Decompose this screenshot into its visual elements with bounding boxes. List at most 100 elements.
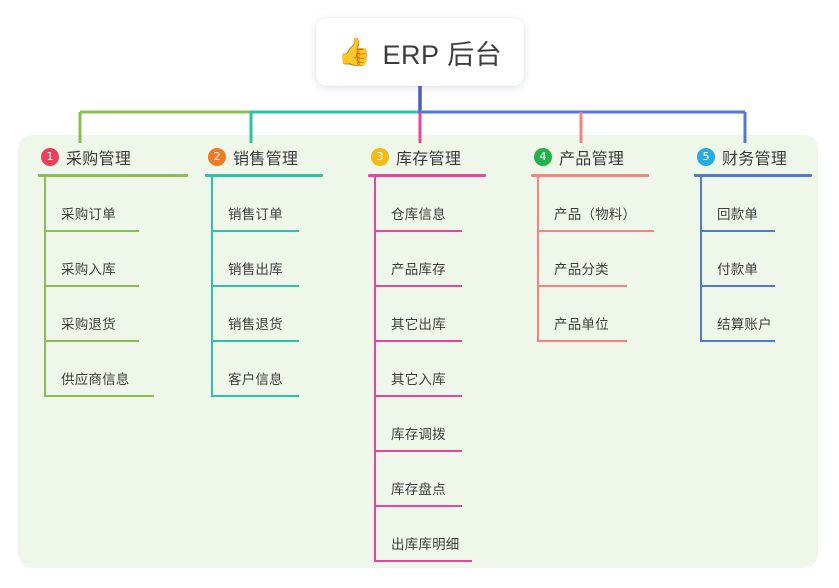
- column-header-3[interactable]: 3 库存管理: [368, 145, 486, 169]
- leaf-item[interactable]: 出库库明细: [368, 507, 486, 562]
- leaf-label: 产品单位: [554, 317, 609, 332]
- leaf-rule: [374, 450, 462, 452]
- leaf-item[interactable]: 其它入库: [368, 342, 486, 397]
- leaf-label: 销售退货: [228, 317, 283, 332]
- leaf-item[interactable]: 产品库存: [368, 232, 486, 287]
- column-badge-4: 4: [534, 148, 552, 166]
- leaf-rule: [374, 560, 472, 562]
- leaf-item[interactable]: 产品分类: [531, 232, 649, 287]
- root-node-inner: 👍 ERP 后台: [338, 33, 502, 72]
- leaf-label: 销售订单: [228, 207, 283, 222]
- leaf-label: 出库库明细: [391, 537, 460, 552]
- leaf-label: 供应商信息: [61, 372, 130, 387]
- leaf-rule: [700, 285, 775, 287]
- column-2: 2 销售管理销售订单销售出库销售退货客户信息: [205, 145, 323, 397]
- leaf-label: 销售出库: [228, 262, 283, 277]
- leaf-rule: [537, 230, 654, 232]
- leaf-item[interactable]: 库存盘点: [368, 452, 486, 507]
- leaf-rule: [700, 230, 775, 232]
- column-title-5: 财务管理: [722, 151, 788, 168]
- leaf-label: 仓库信息: [391, 207, 446, 222]
- column-header-5[interactable]: 5 财务管理: [694, 145, 812, 169]
- leaf-list-1: 采购订单采购入库采购退货供应商信息: [38, 177, 188, 397]
- column-underline-3: [368, 174, 486, 177]
- leaf-spine-5: [700, 177, 702, 342]
- root-node[interactable]: 👍 ERP 后台: [316, 18, 524, 86]
- leaf-rule: [211, 340, 299, 342]
- leaf-spine-3: [374, 177, 376, 562]
- column-badge-5: 5: [697, 148, 715, 166]
- leaf-label: 产品库存: [391, 262, 446, 277]
- leaf-rule: [537, 340, 627, 342]
- leaf-item[interactable]: 销售退货: [205, 287, 323, 342]
- leaf-item[interactable]: 销售订单: [205, 177, 323, 232]
- column-underline-2: [205, 174, 323, 177]
- column-badge-1: 1: [41, 148, 59, 166]
- thumbs-up-icon: 👍: [337, 36, 372, 67]
- leaf-item[interactable]: 回款单: [694, 177, 812, 232]
- leaf-rule: [44, 395, 154, 397]
- column-1: 1 采购管理采购订单采购入库采购退货供应商信息: [38, 145, 188, 397]
- leaf-label: 库存盘点: [391, 482, 446, 497]
- column-5: 5 财务管理回款单付款单结算账户: [694, 145, 812, 342]
- leaf-rule: [374, 395, 462, 397]
- leaf-rule: [537, 285, 627, 287]
- content-panel: [18, 135, 818, 568]
- leaf-label: 采购退货: [61, 317, 116, 332]
- leaf-rule: [44, 230, 139, 232]
- leaf-item[interactable]: 其它出库: [368, 287, 486, 342]
- leaf-rule: [44, 340, 139, 342]
- leaf-item[interactable]: 仓库信息: [368, 177, 486, 232]
- leaf-rule: [211, 230, 299, 232]
- column-4: 4 产品管理产品（物料） 产品分类产品单位: [531, 145, 654, 342]
- leaf-label: 采购入库: [61, 262, 116, 277]
- column-badge-2: 2: [208, 148, 226, 166]
- column-badge-3: 3: [371, 148, 389, 166]
- leaf-item[interactable]: 销售出库: [205, 232, 323, 287]
- leaf-item[interactable]: 采购退货: [38, 287, 188, 342]
- leaf-rule: [374, 505, 462, 507]
- leaf-label: 产品（物料）: [554, 207, 637, 222]
- leaf-rule: [374, 340, 462, 342]
- leaf-item[interactable]: 产品（物料）: [531, 177, 654, 232]
- leaf-spine-2: [211, 177, 213, 397]
- leaf-spine-4: [537, 177, 539, 342]
- leaf-label: 采购订单: [61, 207, 116, 222]
- leaf-list-5: 回款单付款单结算账户: [694, 177, 812, 342]
- leaf-rule: [374, 285, 462, 287]
- leaf-item[interactable]: 结算账户: [694, 287, 812, 342]
- leaf-rule: [211, 285, 299, 287]
- root-title: ERP 后台: [382, 39, 503, 70]
- leaf-list-3: 仓库信息产品库存其它出库其它入库库存调拨库存盘点出库库明细: [368, 177, 486, 562]
- leaf-rule: [44, 285, 139, 287]
- column-underline-4: [531, 174, 649, 177]
- leaf-item[interactable]: 采购入库: [38, 232, 188, 287]
- leaf-rule: [700, 340, 775, 342]
- leaf-item[interactable]: 采购订单: [38, 177, 188, 232]
- leaf-label: 付款单: [717, 262, 759, 277]
- leaf-spine-1: [44, 177, 46, 397]
- leaf-item[interactable]: 供应商信息: [38, 342, 188, 397]
- leaf-item[interactable]: 产品单位: [531, 287, 649, 342]
- leaf-list-2: 销售订单销售出库销售退货客户信息: [205, 177, 323, 397]
- column-header-1[interactable]: 1 采购管理: [38, 145, 188, 169]
- leaf-label: 库存调拨: [391, 427, 446, 442]
- leaf-item[interactable]: 库存调拨: [368, 397, 486, 452]
- leaf-label: 其它入库: [391, 372, 446, 387]
- leaf-rule: [374, 230, 462, 232]
- leaf-list-4: 产品（物料） 产品分类产品单位: [531, 177, 654, 342]
- column-title-2: 销售管理: [233, 151, 299, 168]
- leaf-label: 其它出库: [391, 317, 446, 332]
- leaf-rule: [211, 395, 299, 397]
- column-title-4: 产品管理: [559, 151, 625, 168]
- leaf-item[interactable]: 客户信息: [205, 342, 323, 397]
- column-header-4[interactable]: 4 产品管理: [531, 145, 649, 169]
- leaf-item[interactable]: 付款单: [694, 232, 812, 287]
- leaf-label: 客户信息: [228, 372, 283, 387]
- column-underline-5: [694, 174, 812, 177]
- column-title-1: 采购管理: [66, 151, 132, 168]
- column-title-3: 库存管理: [396, 151, 462, 168]
- leaf-label: 回款单: [717, 207, 759, 222]
- column-header-2[interactable]: 2 销售管理: [205, 145, 323, 169]
